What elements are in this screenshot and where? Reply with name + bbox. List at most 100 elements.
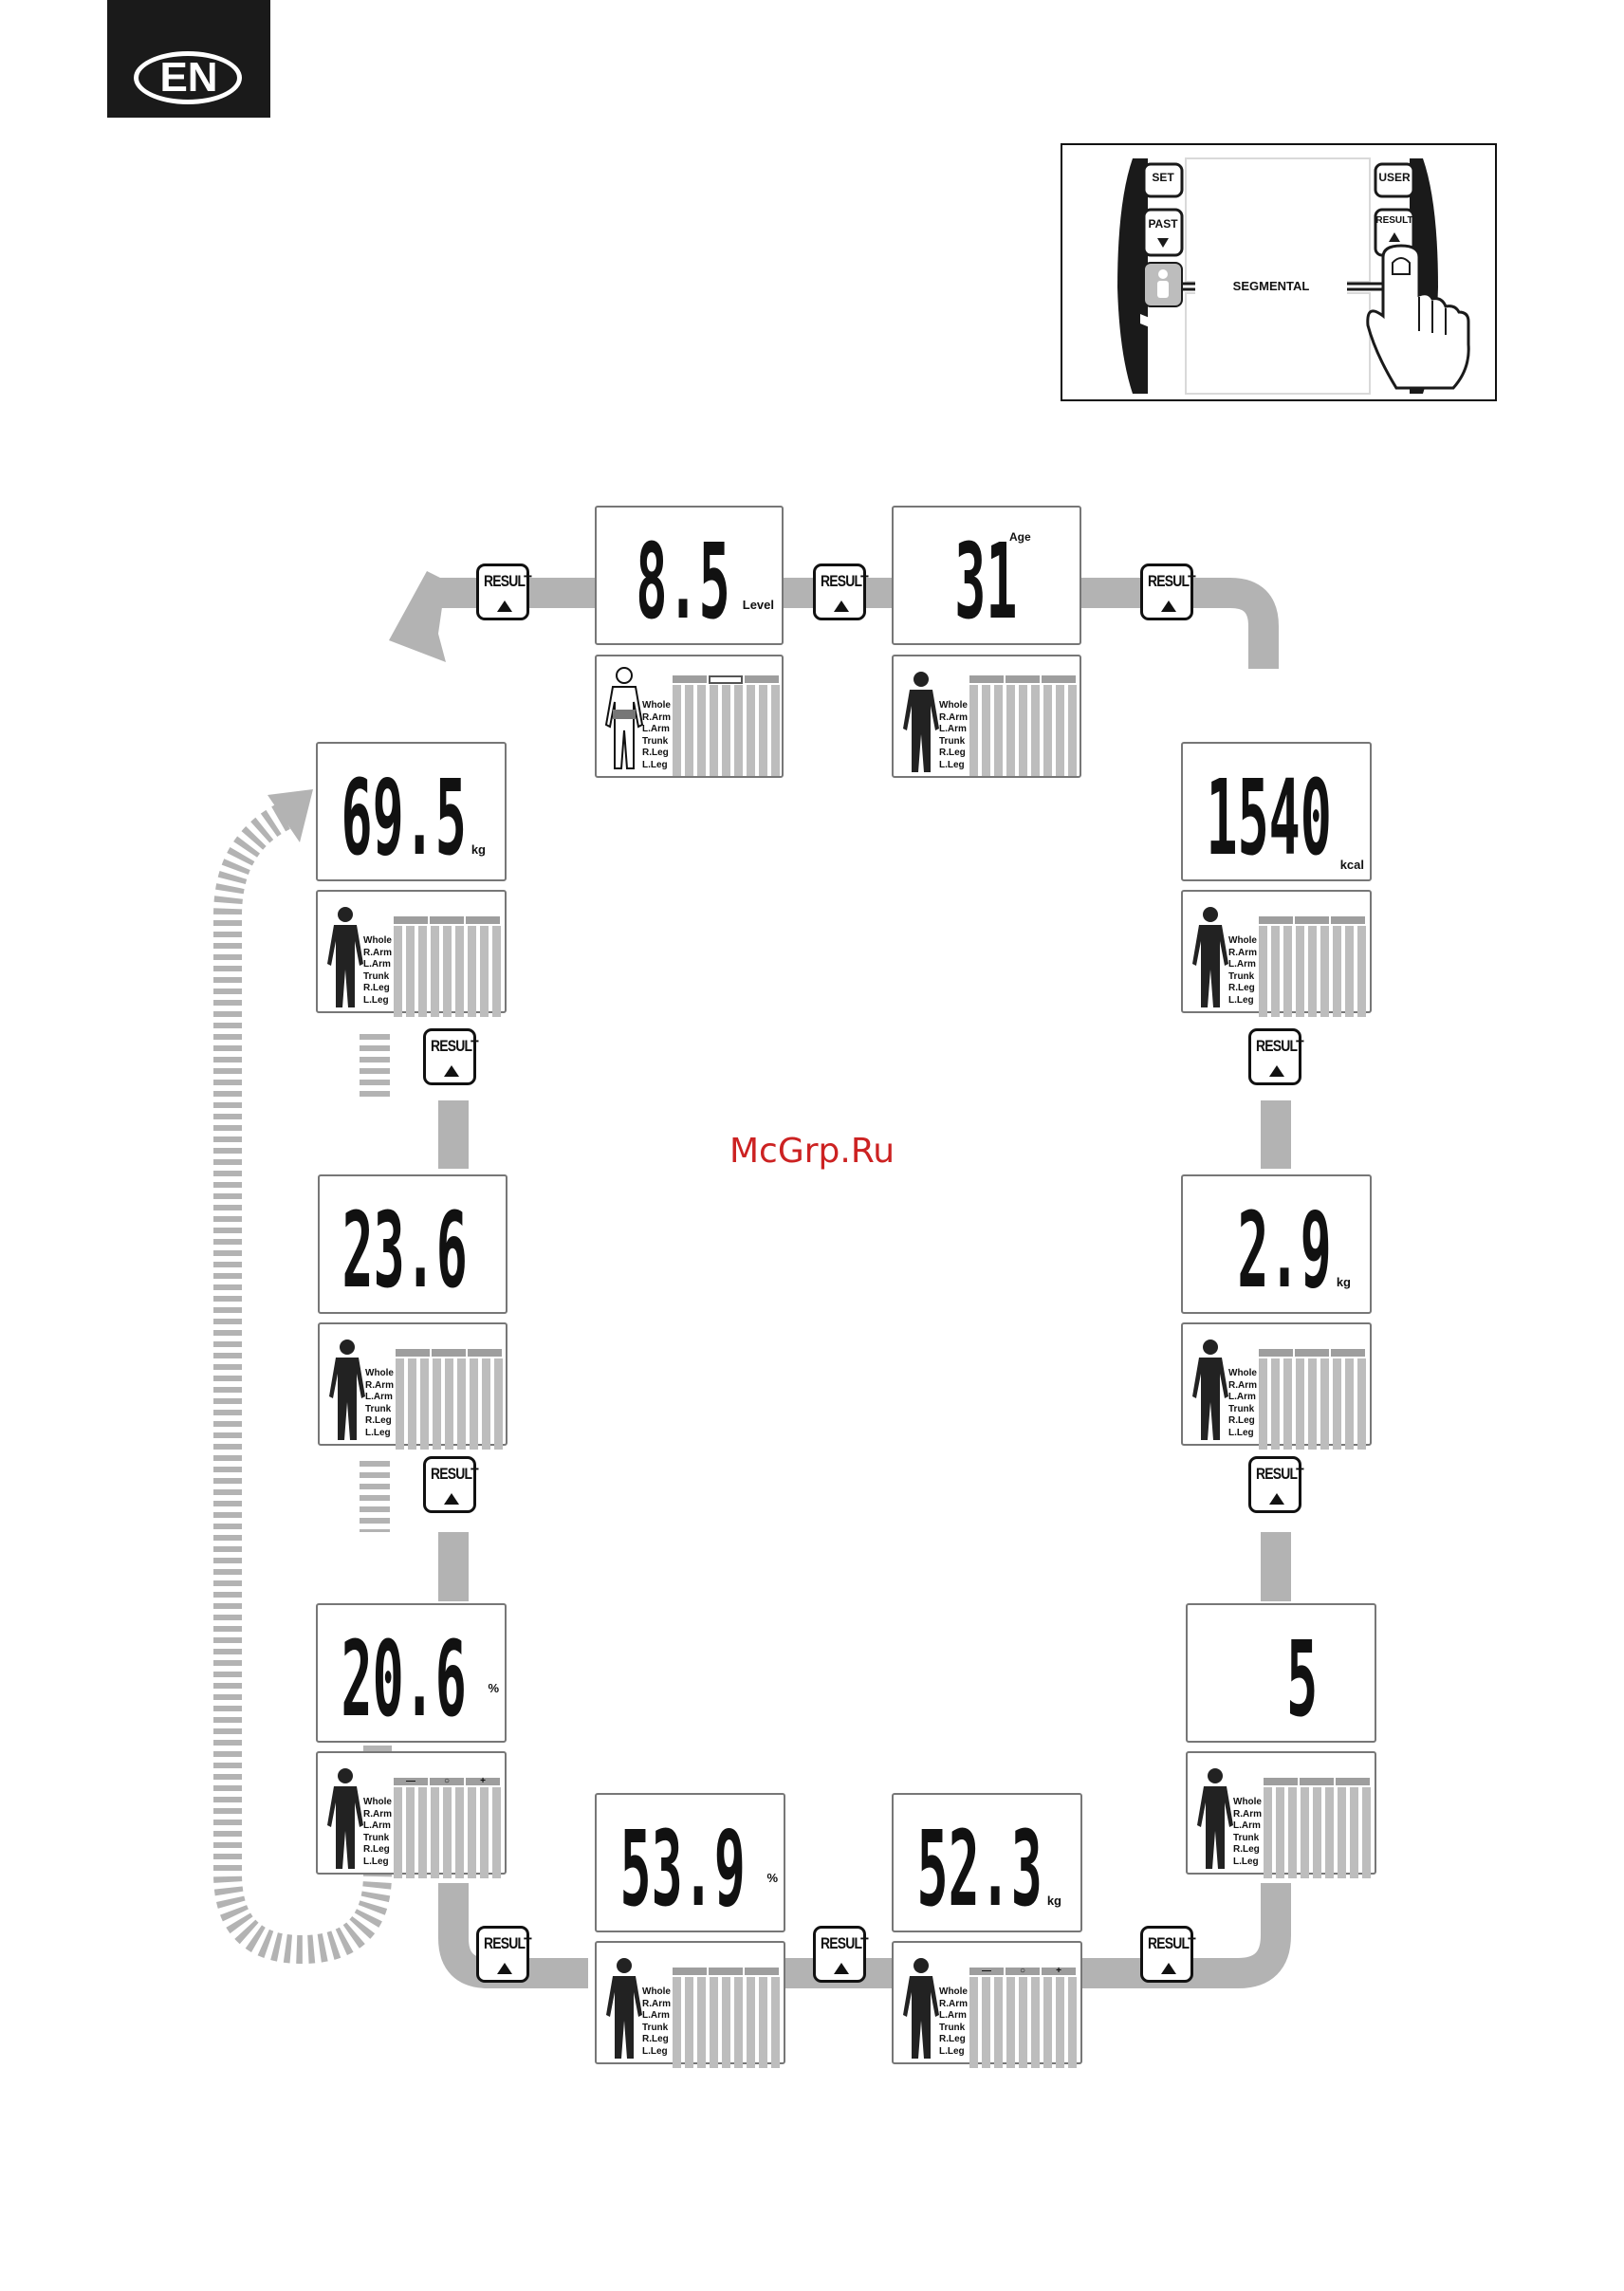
weight-reading: 69.5: [341, 757, 467, 878]
triangle-up-icon: [1161, 1963, 1176, 1974]
metabolic-age-display: Age 31: [892, 506, 1081, 645]
human-figure-icon: [1197, 1768, 1233, 1869]
result-button[interactable]: RESULT: [476, 1926, 532, 1983]
triangle-up-icon: [497, 1963, 512, 1974]
body-fat-scale-plus: +: [480, 1776, 486, 1786]
result-button-label: RESULT: [1375, 215, 1413, 226]
result-button[interactable]: RESULT: [1140, 1926, 1196, 1983]
daily-calorie-segment-bars: [1259, 916, 1366, 1017]
triangle-up-icon: [444, 1065, 459, 1077]
result-button[interactable]: RESULT: [1140, 564, 1196, 620]
body-fat-scale-normal: ○: [443, 1776, 451, 1786]
bmi-reading: 23.6: [341, 1190, 468, 1311]
result-button[interactable]: RESULT: [1248, 1028, 1304, 1085]
physique-rating-reading: 5: [1285, 1618, 1318, 1740]
human-figure-icon: [1192, 1339, 1228, 1440]
bmi-display: 23.6: [318, 1174, 508, 1314]
triangle-up-icon: [834, 1963, 849, 1974]
body-fat-scale-minus: —: [406, 1776, 415, 1786]
result-button[interactable]: RESULT: [423, 1028, 479, 1085]
weight-unit: kg: [471, 842, 486, 857]
bmi-segment-bars: [396, 1349, 503, 1450]
muscle-mass-scale-plus: +: [1056, 1966, 1061, 1976]
daily-calorie-reading: 1540: [1206, 757, 1332, 878]
bone-mass-display: 2.9 kg: [1181, 1174, 1372, 1314]
human-figure-icon: [327, 907, 363, 1007]
past-button-label: PAST: [1148, 217, 1178, 231]
metabolic-age-label: Age: [1009, 530, 1031, 544]
result-button[interactable]: RESULT: [1248, 1456, 1304, 1513]
daily-calorie-unit: kcal: [1339, 858, 1364, 872]
body-fat-display: 20.6 %: [316, 1603, 507, 1743]
result-button[interactable]: RESULT: [423, 1456, 479, 1513]
human-figure-icon: [903, 1958, 939, 2059]
body-water-unit: %: [766, 1871, 778, 1885]
body-water-reading: 53.9: [619, 1808, 746, 1930]
human-figure-icon: [606, 1958, 642, 2059]
bone-mass-segment-bars: [1259, 1349, 1366, 1450]
result-button[interactable]: RESULT: [813, 1926, 869, 1983]
triangle-up-icon: [1269, 1065, 1284, 1077]
set-button-label: SET: [1152, 171, 1174, 184]
human-figure-icon: [1192, 907, 1228, 1007]
result-button[interactable]: RESULT: [476, 564, 532, 620]
metabolic-age-segment-bars: [969, 675, 1077, 776]
body-water-segment-bars: [673, 1968, 780, 2068]
triangle-up-icon: [1269, 1493, 1284, 1505]
bone-mass-reading: 2.9: [1237, 1190, 1332, 1311]
physique-rating-segment-bars: [1264, 1778, 1371, 1878]
body-fat-reading: 20.6: [341, 1618, 467, 1740]
language-label: EN: [159, 54, 218, 101]
body-fat-segment-bars: [394, 1778, 501, 1878]
physique-rating-display: 5: [1186, 1603, 1376, 1743]
visceral-fat-reading: 8.5: [636, 521, 730, 642]
control-panel-illustration: SET PAST USER RESULT SEGMENTAL: [1061, 143, 1497, 401]
visceral-fat-display: 8.5 Level: [595, 506, 784, 645]
visceral-fat-segment-bars: [673, 675, 780, 776]
muscle-mass-unit: kg: [1046, 1894, 1061, 1908]
bone-mass-unit: kg: [1336, 1275, 1351, 1289]
body-fat-unit: %: [488, 1681, 499, 1695]
muscle-mass-scale-minus: —: [982, 1966, 991, 1976]
human-figure-icon: [327, 1768, 363, 1869]
weight-display: 69.5 kg: [316, 742, 507, 881]
language-tab: EN: [107, 0, 270, 118]
watermark: McGrp.Ru: [729, 1132, 895, 1171]
muscle-mass-reading: 52.3: [916, 1808, 1043, 1930]
visceral-fat-unit: Level: [742, 598, 774, 612]
triangle-up-icon: [834, 600, 849, 612]
result-button[interactable]: RESULT: [813, 564, 869, 620]
language-oval: [134, 51, 242, 104]
triangle-up-icon: [497, 600, 512, 612]
weight-segment-bars: [394, 916, 501, 1017]
metabolic-age-reading: 31: [953, 521, 1017, 642]
user-button-label: USER: [1378, 171, 1411, 184]
daily-calorie-display: 1540 kcal: [1181, 742, 1372, 881]
muscle-mass-segment-bars: [969, 1968, 1077, 2068]
segmental-label: SEGMENTAL: [1232, 279, 1310, 293]
body-water-display: 53.9 %: [595, 1793, 785, 1932]
triangle-up-icon: [444, 1493, 459, 1505]
human-figure-icon: [329, 1339, 365, 1440]
